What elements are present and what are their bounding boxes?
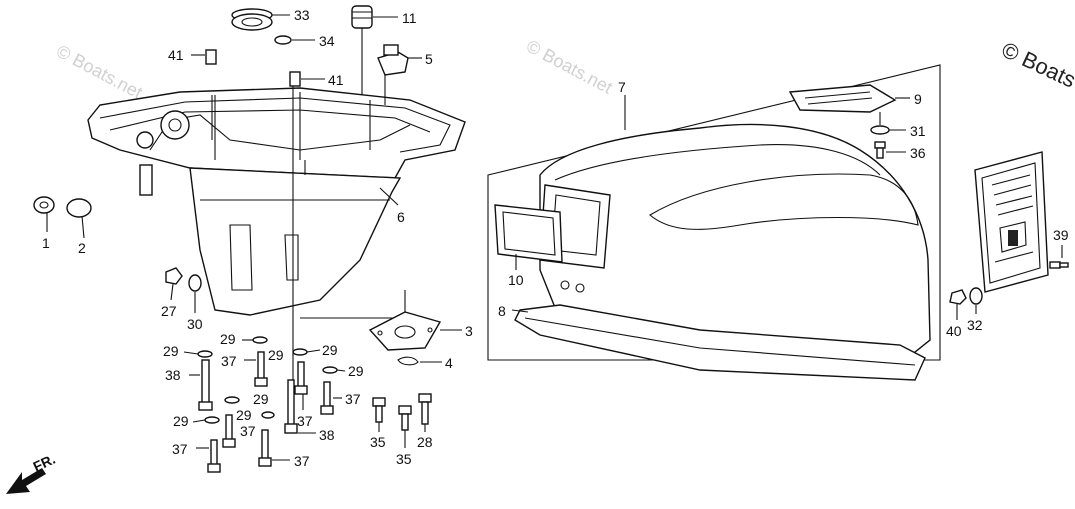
callout-37e: 37	[172, 441, 188, 457]
part-37-bolt	[207, 439, 221, 473]
part-31-washer	[870, 125, 890, 135]
callout-37b: 37	[297, 413, 313, 429]
part-4-clip	[397, 356, 419, 366]
part-29-washer	[204, 416, 220, 424]
callout-32: 32	[967, 317, 983, 333]
part-2-cap	[66, 198, 92, 218]
front-direction-arrow	[6, 468, 46, 494]
part-3-plate	[368, 311, 442, 351]
watermark: © Boats.net	[523, 36, 616, 98]
callout-38b: 38	[319, 427, 335, 443]
engine-cover	[514, 123, 931, 381]
part-29-washer	[197, 350, 213, 358]
part-33-grommet	[231, 8, 273, 31]
callout-11: 11	[402, 10, 417, 26]
part-32-washer	[969, 287, 983, 305]
callout-34: 34	[319, 33, 335, 49]
callout-1: 1	[42, 235, 50, 251]
callout-35b: 35	[396, 451, 412, 467]
watermark: © Boats.net	[53, 41, 146, 103]
callout-38a: 38	[165, 367, 181, 383]
callout-35a: 35	[370, 434, 386, 450]
callout-9: 9	[914, 91, 922, 107]
part-9-handle	[788, 84, 897, 113]
part-1-plug	[33, 196, 55, 214]
part-29-washer	[322, 366, 338, 374]
callout-39: 39	[1053, 227, 1069, 243]
part-30-washer	[188, 274, 202, 292]
part-38-bolt	[198, 359, 213, 411]
callout-29h: 29	[173, 413, 189, 429]
part-5-fitting	[377, 44, 409, 76]
callout-29c: 29	[268, 347, 284, 363]
callout-41b: 41	[328, 72, 344, 88]
part-37-bolt	[320, 381, 334, 415]
part-40-nut	[949, 289, 967, 305]
callout-37f: 37	[294, 453, 310, 469]
front-direction-label: FR.	[31, 451, 58, 475]
part-29-washer	[261, 411, 275, 419]
callout-29e: 29	[348, 363, 364, 379]
part-36-screw	[874, 141, 886, 159]
part-41-pin	[289, 71, 301, 87]
callout-29g: 29	[236, 407, 252, 423]
watermark: © Boats	[998, 37, 1075, 93]
part-35-bolt	[372, 397, 386, 423]
callout-37d: 37	[240, 423, 256, 439]
callout-37a: 37	[221, 353, 237, 369]
part-29-washer	[224, 396, 240, 404]
part-28-bolt	[418, 393, 432, 425]
engine-undercover-case	[87, 87, 466, 316]
callout-3: 3	[465, 323, 473, 339]
part-41-pin	[205, 49, 217, 65]
part-38-bolt	[284, 379, 298, 434]
engine-cover-frame	[487, 64, 941, 361]
callout-28: 28	[417, 434, 433, 450]
part-27-nut	[165, 267, 183, 285]
part-39-emblem-plate	[974, 151, 1049, 293]
callout-30: 30	[187, 316, 203, 332]
part-29-washer	[292, 348, 308, 356]
part-34-washer	[274, 35, 292, 45]
callout-29d: 29	[322, 342, 338, 358]
part-39-screw	[1049, 261, 1069, 269]
callout-33: 33	[294, 7, 310, 23]
part-29-washer	[252, 336, 268, 344]
part-35-bolt	[398, 405, 412, 431]
callout-40: 40	[946, 323, 962, 339]
part-11-plug	[351, 5, 373, 29]
callout-41a: 41	[168, 47, 184, 63]
part-10-grille	[494, 204, 563, 263]
part-37-bolt	[294, 361, 308, 395]
callout-31: 31	[910, 123, 926, 139]
callout-6: 6	[397, 209, 405, 225]
part-37-bolt	[222, 414, 236, 448]
callout-5: 5	[425, 51, 433, 67]
callout-2: 2	[78, 240, 86, 256]
callout-36: 36	[910, 145, 926, 161]
part-37-bolt	[258, 429, 272, 467]
callout-29b: 29	[163, 343, 179, 359]
callout-37c: 37	[345, 391, 361, 407]
callout-7: 7	[618, 79, 626, 95]
callout-29a: 29	[220, 331, 236, 347]
callout-27: 27	[161, 303, 177, 319]
callout-4: 4	[445, 355, 453, 371]
part-37-bolt	[254, 351, 268, 387]
callout-29f: 29	[253, 391, 269, 407]
callout-10: 10	[508, 272, 524, 288]
callout-8: 8	[498, 303, 506, 319]
